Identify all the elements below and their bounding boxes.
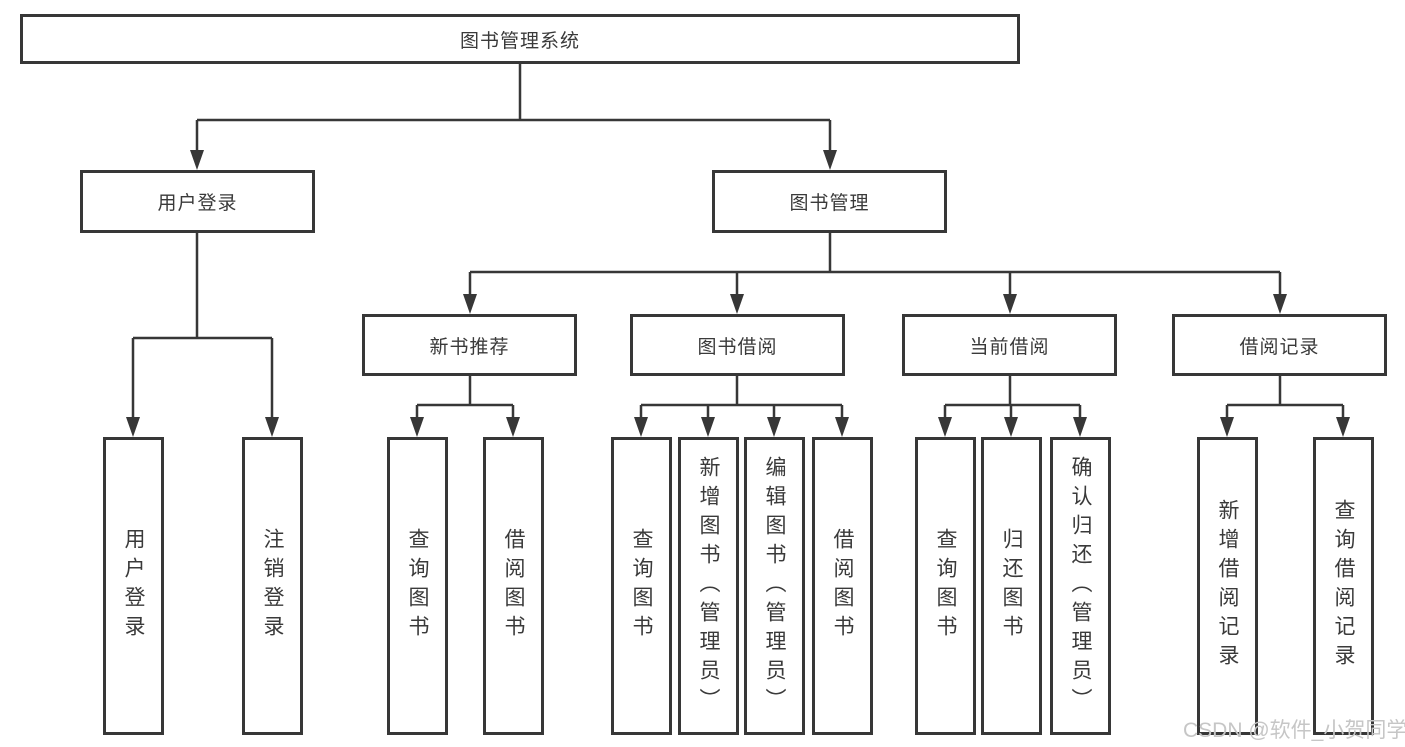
node-label: 借阅记录 [1239, 336, 1320, 358]
leaf-add-books-admin: 新增图书（管理员） [678, 437, 739, 735]
node-user-login: 用户登录 [80, 170, 315, 233]
node-label: 图书管理 [789, 193, 870, 214]
node-label: 图书管理系统 [459, 30, 580, 52]
leaf-label: 借阅图书 [502, 528, 525, 644]
leaf-label: 借阅图书 [831, 528, 854, 644]
leaf-borrow-books: 借阅图书 [812, 437, 873, 735]
node-book-borrowing: 图书借阅 [630, 314, 845, 376]
leaf-label: 编辑图书（管理员） [763, 455, 786, 717]
node-current-borrowing: 当前借阅 [902, 314, 1117, 376]
node-new-book-recommend: 新书推荐 [362, 314, 577, 376]
node-borrowing-records: 借阅记录 [1172, 314, 1387, 376]
leaf-label: 新增图书（管理员） [697, 455, 720, 717]
leaf-edit-books-admin: 编辑图书（管理员） [744, 437, 805, 735]
leaf-label: 归还图书 [1000, 528, 1023, 644]
node-library-management-system: 图书管理系统 [20, 14, 1020, 64]
node-label: 新书推荐 [429, 336, 510, 358]
leaf-query-books-current: 查询图书 [915, 437, 976, 735]
leaf-return-books: 归还图书 [981, 437, 1042, 735]
leaf-query-borrow-record: 查询借阅记录 [1313, 437, 1374, 735]
leaf-label: 查询图书 [934, 528, 957, 644]
leaf-label: 注销登录 [261, 528, 284, 644]
leaf-user-login: 用户登录 [103, 437, 164, 735]
leaf-query-books-borrow: 查询图书 [611, 437, 672, 735]
leaf-label: 查询图书 [630, 528, 653, 644]
node-label: 图书借阅 [697, 336, 778, 358]
node-label: 用户登录 [157, 193, 238, 214]
node-label: 当前借阅 [969, 336, 1050, 358]
leaf-borrow-books-recommend: 借阅图书 [483, 437, 544, 735]
csdn-watermark: CSDN @软件_小贺同学 [1183, 719, 1405, 742]
leaf-label: 新增借阅记录 [1216, 499, 1239, 673]
leaf-logout: 注销登录 [242, 437, 303, 735]
leaf-add-borrow-record: 新增借阅记录 [1197, 437, 1258, 735]
leaf-label: 用户登录 [122, 528, 145, 644]
leaf-label: 查询借阅记录 [1332, 499, 1355, 673]
leaf-label: 查询图书 [406, 528, 429, 644]
leaf-confirm-return-admin: 确认归还（管理员） [1050, 437, 1111, 735]
leaf-label: 确认归还（管理员） [1069, 455, 1092, 717]
node-book-management: 图书管理 [712, 170, 947, 233]
leaf-query-books-recommend: 查询图书 [387, 437, 448, 735]
